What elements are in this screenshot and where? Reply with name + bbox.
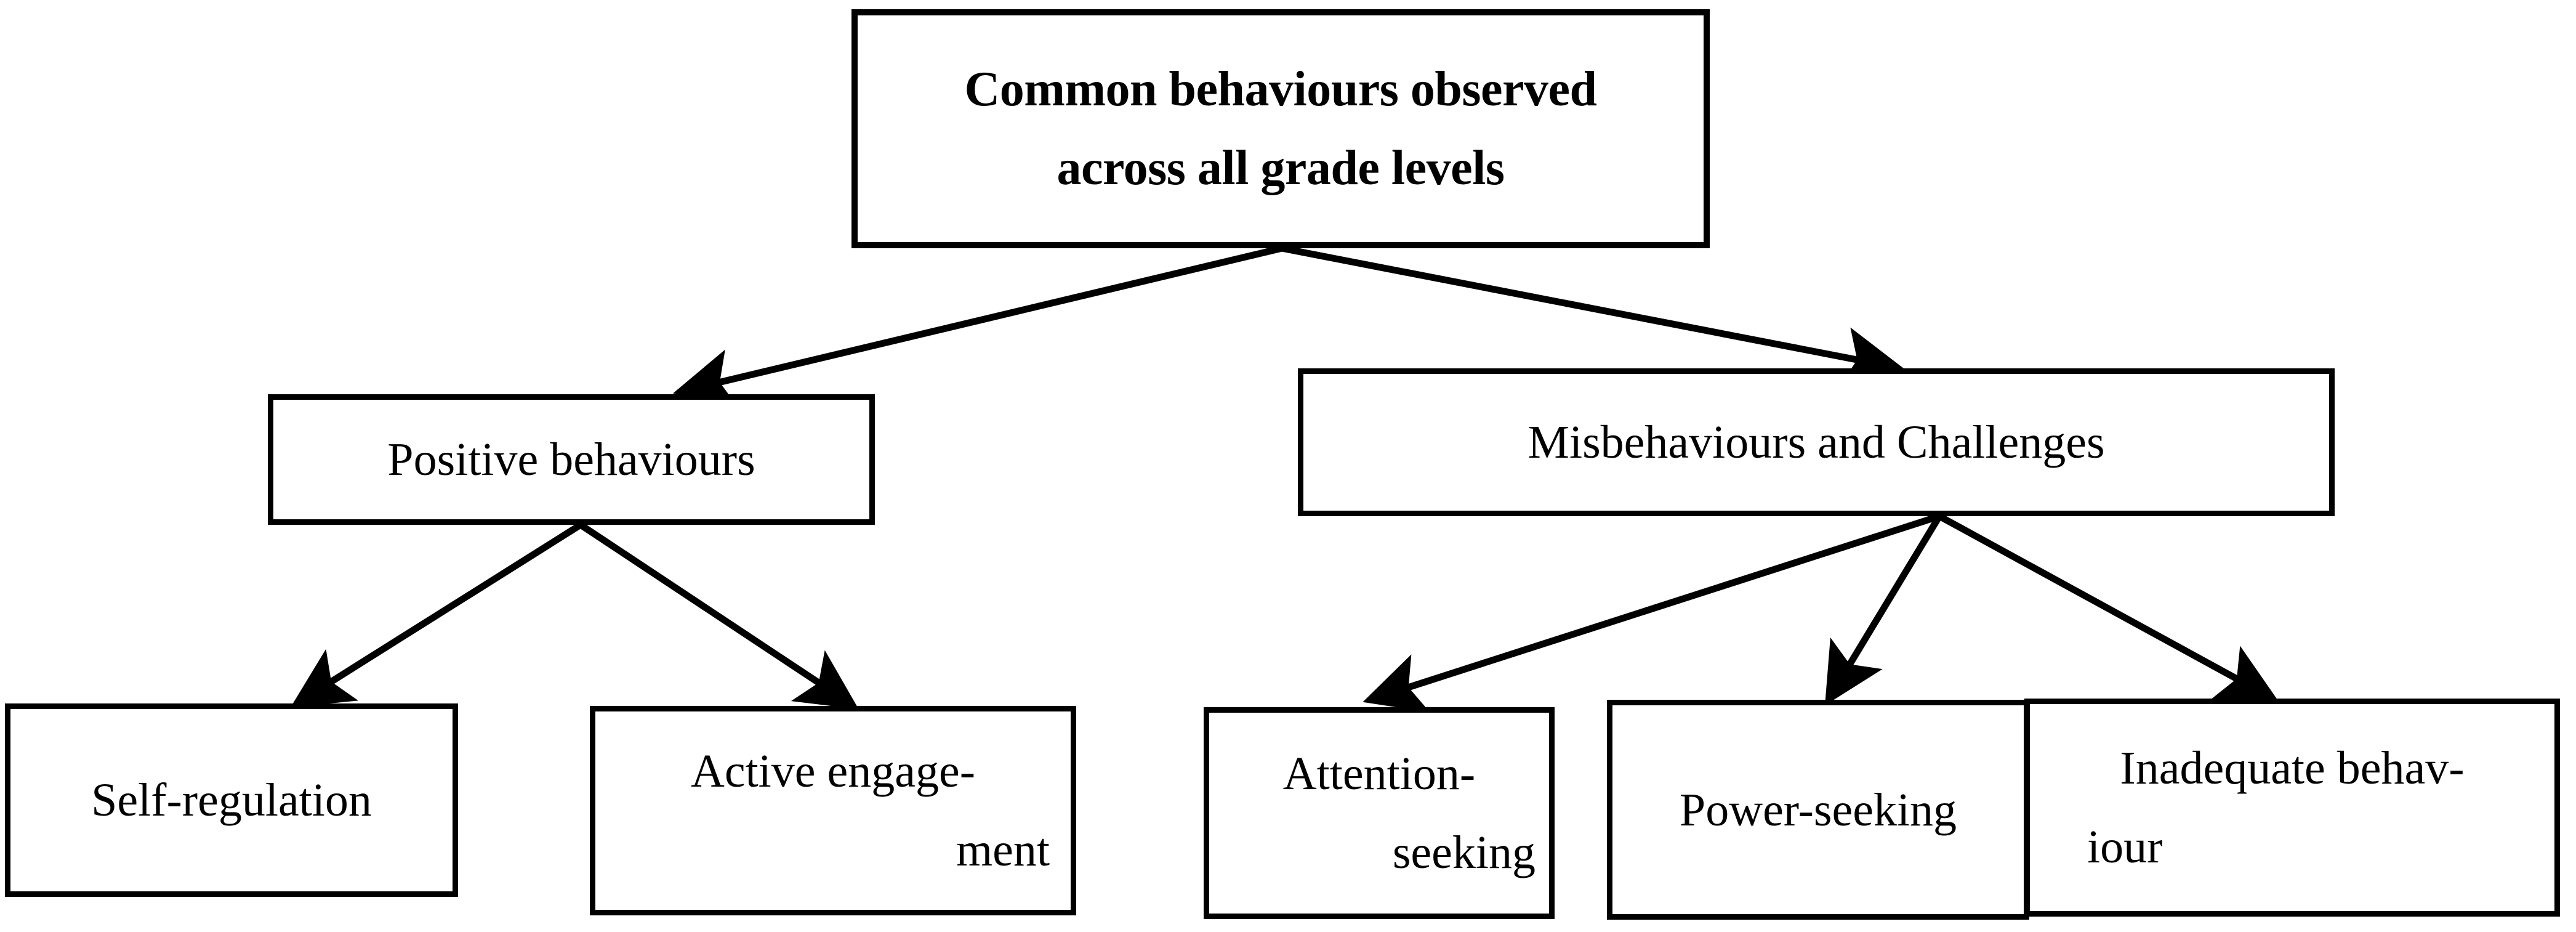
edge-misbehaviours-to-power-seeking [1825, 514, 1942, 706]
node-active-engagement[interactable]: Active engage- ment [590, 706, 1076, 915]
node-misbehaviours-and-challenges-label: Misbehaviours and Challenges [1527, 416, 2105, 468]
node-attention-seeking-line-2: seeking [1392, 827, 1536, 878]
node-root-line-2: across all grade levels [1057, 141, 1505, 195]
node-attention-seeking-line-1: Attention- [1282, 748, 1476, 800]
node-self-regulation-label: Self-regulation [91, 774, 372, 826]
node-positive-behaviours[interactable]: Positive behaviours [268, 394, 875, 525]
node-inadequate-behaviour[interactable]: Inadequate behav- iour [2024, 699, 2560, 917]
node-inadequate-behaviour-line-2: iour [2087, 821, 2163, 873]
edge-root-to-positive [673, 245, 1283, 409]
node-root[interactable]: Common behaviours observed across all gr… [851, 9, 1710, 248]
node-self-regulation[interactable]: Self-regulation [5, 703, 458, 897]
node-misbehaviours-and-challenges[interactable]: Misbehaviours and Challenges [1298, 368, 2335, 516]
node-power-seeking[interactable]: Power-seeking [1607, 700, 2029, 920]
edge-misbehaviours-to-attention-seeking [1362, 513, 1941, 713]
edge-positive-to-active-engagement [578, 522, 859, 710]
node-root-line-1: Common behaviours observed [964, 62, 1597, 116]
node-inadequate-behaviour-line-1: Inadequate behav- [2120, 742, 2465, 794]
node-positive-behaviours-label: Positive behaviours [387, 434, 755, 485]
node-power-seeking-label: Power-seeking [1679, 784, 1957, 836]
edge-root-to-misbehaviours [1281, 245, 1905, 387]
edge-positive-to-self-regulation [290, 522, 582, 708]
node-attention-seeking[interactable]: Attention- seeking [1204, 707, 1555, 919]
node-active-engagement-line-1: Active engage- [690, 745, 976, 797]
node-active-engagement-line-2: ment [956, 824, 1050, 876]
edge-misbehaviours-to-inadequate [1938, 513, 2279, 702]
